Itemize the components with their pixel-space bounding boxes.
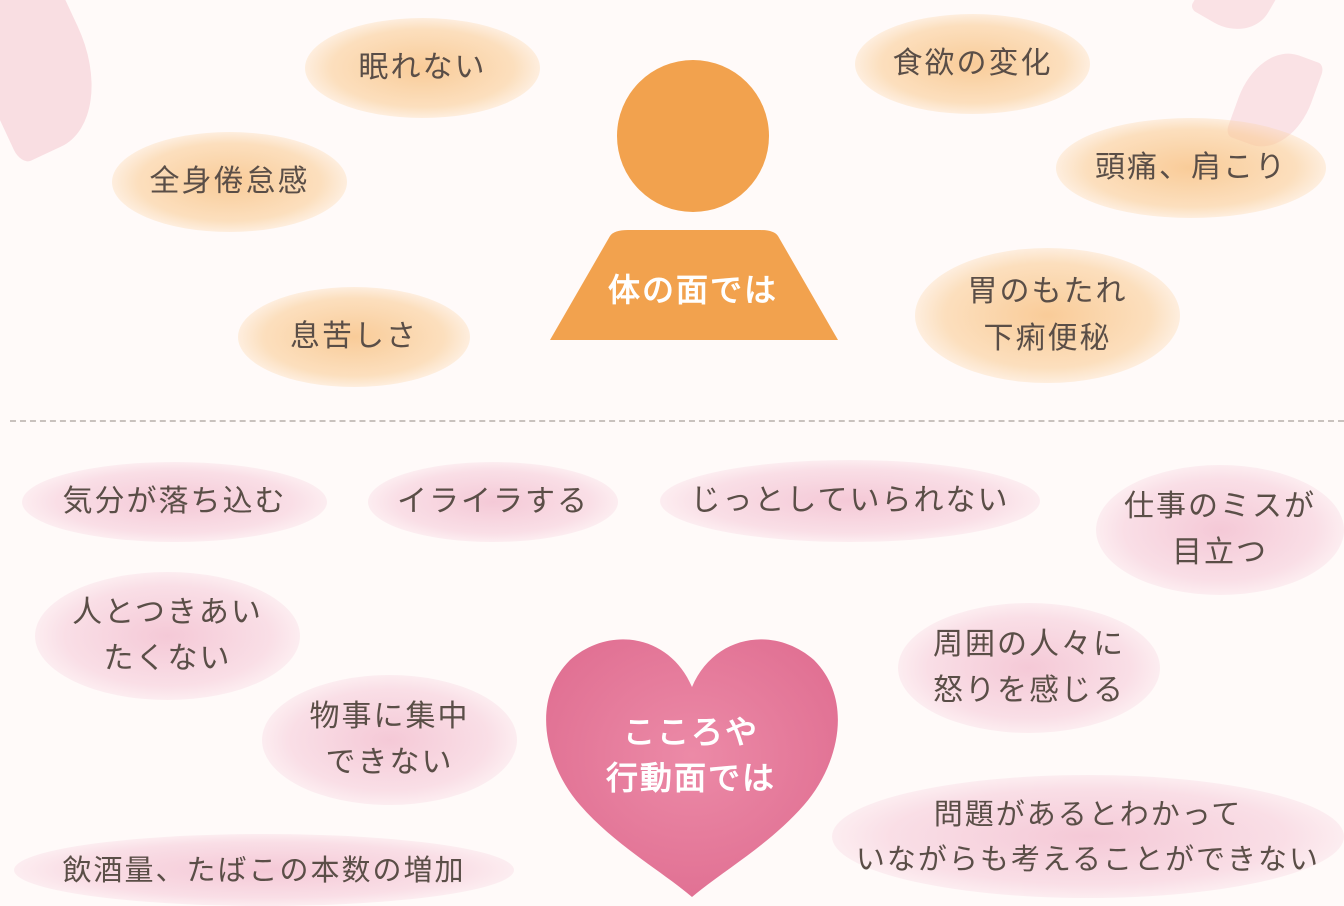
mind-title-line: 行動面では <box>605 759 776 797</box>
symptom-restless: じっとしていられない <box>660 460 1040 542</box>
symptom-fatigue: 全身倦怠感 <box>112 132 347 232</box>
symptom-text: じっとしていられない <box>690 482 1010 518</box>
symptom-text: 怒りを感じる <box>933 673 1125 708</box>
symptom-anger: 周囲の人々に 怒りを感じる <box>898 603 1160 733</box>
person-body-icon <box>550 230 838 340</box>
mind-title-line: こころや <box>622 712 759 751</box>
symptom-text: 問題があるとわかって <box>933 796 1243 831</box>
mind-section-title: こころや 行動面では <box>556 700 826 810</box>
symptom-avoid-people: 人とつきあい たくない <box>35 572 300 700</box>
symptom-no-focus: 物事に集中 できない <box>262 675 517 805</box>
symptom-cannot-think: 問題があるとわかって いながらも考えることができない <box>832 775 1344 898</box>
symptom-work-mistakes: 仕事のミスが 目立つ <box>1096 465 1344 595</box>
symptom-text: 人とつきあい <box>72 594 263 630</box>
body-section-title: 体の面では <box>607 271 778 309</box>
symptom-stomach: 胃のもたれ 下痢便秘 <box>915 248 1180 383</box>
symptom-text: 仕事のミスが <box>1124 488 1316 524</box>
symptom-text: イライラする <box>397 483 589 519</box>
symptom-text: 飲酒量、たばこの本数の増加 <box>62 852 466 887</box>
symptom-text: いながらも考えることができない <box>855 841 1321 876</box>
symptom-text: たくない <box>103 641 232 676</box>
symptom-appetite-change: 食欲の変化 <box>855 14 1090 114</box>
symptom-drinking-smoking: 飲酒量、たばこの本数の増加 <box>14 834 514 906</box>
symptom-irritated: イライラする <box>368 462 618 542</box>
symptom-text: 下痢便秘 <box>983 320 1112 356</box>
symptom-text: 息苦しさ <box>290 318 418 354</box>
heart-icon <box>546 639 838 897</box>
symptom-depressed: 気分が落ち込む <box>22 462 327 542</box>
symptom-headache: 頭痛、肩こり <box>1056 118 1326 218</box>
section-divider <box>10 420 1344 422</box>
symptom-text: 頭痛、肩こり <box>1095 149 1287 185</box>
symptom-text: 物事に集中 <box>309 698 470 734</box>
symptom-text: 気分が落ち込む <box>62 483 287 519</box>
decorative-petal-top-right <box>1189 0 1281 44</box>
symptom-text: 全身倦怠感 <box>149 163 310 199</box>
person-head-icon <box>617 60 769 212</box>
symptom-breathlessness: 息苦しさ <box>238 287 470 387</box>
symptom-sleeplessness: 眠れない <box>305 18 540 118</box>
symptom-text: 胃のもたれ <box>967 274 1128 309</box>
symptom-text: 眠れない <box>358 49 487 85</box>
decorative-petal-top-left <box>0 0 121 166</box>
symptom-text: できない <box>325 745 454 780</box>
symptom-text: 目立つ <box>1172 535 1268 570</box>
symptom-text: 食欲の変化 <box>892 45 1053 81</box>
symptom-text: 周囲の人々に <box>933 626 1125 662</box>
